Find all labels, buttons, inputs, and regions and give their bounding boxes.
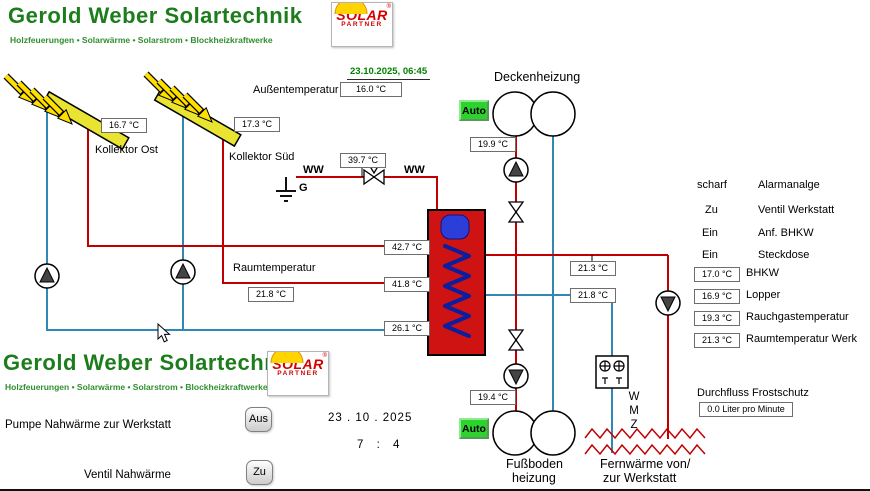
ventil-nahwaerme-label: Ventil Nahwärme xyxy=(84,469,171,481)
fussbodenheizung-flow-temp: 19.4 °C xyxy=(470,390,516,405)
pump-deckenheizung xyxy=(503,157,529,183)
flow-value: 0.0 Liter pro Minute xyxy=(699,402,793,417)
valve-fussbodenheizung xyxy=(508,329,524,351)
kollektor-ost-label: Kollektor Ost xyxy=(95,144,158,156)
datetime-display: 23.10.2025, 06:45 xyxy=(347,66,431,80)
status-label: Ventil Werkstatt xyxy=(758,204,835,216)
kollektor-sued-label: Kollektor Süd xyxy=(229,151,295,163)
status-temp-label: BHKW xyxy=(746,267,779,279)
fussbodenheizung-circuit-symbol xyxy=(492,410,576,456)
status-temp-label: Raumtemperatur Werk xyxy=(746,333,858,345)
registered-mark: ® xyxy=(322,353,327,359)
pump-kollektor-ost xyxy=(34,263,60,289)
status-label: Alarmanalge xyxy=(758,179,820,191)
status-label: Anf. BHKW xyxy=(758,227,814,239)
time-display: 7 : 4 xyxy=(357,439,401,451)
status-temp-value: 19.3 °C xyxy=(694,311,740,326)
ww-temp: 39.7 °C xyxy=(340,153,386,168)
status-state: scharf xyxy=(697,179,727,191)
room-temp-label: Raumtemperatur xyxy=(233,262,316,274)
outdoor-temp-label: Außentemperatur xyxy=(253,84,339,96)
kollektor-ost-temp: 16.7 °C xyxy=(101,118,147,133)
loop-temp-2: 21.8 °C xyxy=(570,288,616,303)
auto-button-deckenheizung[interactable]: Auto xyxy=(459,100,489,121)
tank-temp-mid: 41.8 °C xyxy=(384,277,430,292)
status-temp-label: Rauchgastemperatur xyxy=(746,311,849,323)
wmz-letter: Z xyxy=(630,419,638,431)
wmz-letters: W M Z xyxy=(627,390,641,432)
ground-symbol-icon xyxy=(276,177,296,202)
status-temp-label: Lopper xyxy=(746,289,781,301)
status-state: Ein xyxy=(702,227,718,239)
fussboden-label-line2: heizung xyxy=(512,471,556,485)
status-temp-value: 16.9 °C xyxy=(694,289,740,304)
tank-temp-top: 42.7 °C xyxy=(384,240,430,255)
partner-text: PARTNER xyxy=(277,370,319,377)
fussboden-label-line1: Fußboden xyxy=(506,457,563,471)
pump-fussbodenheizung xyxy=(503,363,529,389)
deckenheizung-label: Deckenheizung xyxy=(494,70,581,84)
outdoor-temp-value: 16.0 °C xyxy=(340,82,402,97)
tank-temp-bottom: 26.1 °C xyxy=(384,321,430,336)
heat-exchanger-coil xyxy=(443,244,471,338)
g-label: G xyxy=(299,182,308,194)
solar-partner-logo-bottom: SOLAR PARTNER ® xyxy=(267,351,329,396)
date-display: 23 . 10 . 2025 xyxy=(328,412,413,424)
loop-temp-1: 21.3 °C xyxy=(570,261,616,276)
auto-button-fussbodenheizung[interactable]: Auto xyxy=(459,418,489,439)
room-temp-value: 21.8 °C xyxy=(248,287,294,302)
status-label: Steckdose xyxy=(758,249,810,261)
brand-title-bottom: Gerold Weber Solartechnik xyxy=(3,350,298,375)
deckenheizung-flow-temp: 19.9 °C xyxy=(470,137,516,152)
mouse-cursor-icon xyxy=(157,322,171,343)
district-heating-wavy-lines xyxy=(584,427,706,456)
pump-nahwaerme-label: Pumpe Nahwärme zur Werkstatt xyxy=(5,419,171,431)
pump-kollektor-sued xyxy=(170,259,196,285)
wmz-letter: M xyxy=(629,405,639,417)
brand-subtitle-bottom: Holzfeuerungen • Solarwärme • Solarstrom… xyxy=(5,382,268,392)
brand-subtitle-top: Holzfeuerungen • Solarwärme • Solarstrom… xyxy=(10,35,273,45)
cold-pipes xyxy=(46,96,613,453)
sun-arc-icon xyxy=(270,352,304,364)
registered-mark: ® xyxy=(386,4,391,10)
partner-text: PARTNER xyxy=(341,21,383,28)
ww-label-right: WW xyxy=(404,164,425,176)
sun-arc-icon xyxy=(334,3,368,15)
pump-fernwaerme xyxy=(655,290,681,316)
status-state: Zu xyxy=(705,204,718,216)
solar-partner-logo-top: SOLAR PARTNER ® xyxy=(331,2,393,47)
status-temp-value: 21.3 °C xyxy=(694,333,740,348)
ventil-nahwaerme-state-button[interactable]: Zu xyxy=(246,460,273,485)
brand-title-top: Gerold Weber Solartechnik xyxy=(8,3,303,28)
wmz-letter: W xyxy=(628,391,640,403)
status-temp-value: 17.0 °C xyxy=(694,267,740,282)
flow-label: Durchfluss Frostschutz xyxy=(697,387,809,399)
status-state: Ein xyxy=(702,249,718,261)
ww-label-left: WW xyxy=(303,164,324,176)
kollektor-sued-temp: 17.3 °C xyxy=(234,117,280,132)
deckenheizung-circuit-symbol xyxy=(492,91,576,137)
fernwaerme-label-line1: Fernwärme von/ xyxy=(600,457,691,471)
buffer-tank xyxy=(427,209,486,356)
pump-nahwaerme-state-button[interactable]: Aus xyxy=(245,407,272,432)
fernwaerme-label-line2: zur Werkstatt xyxy=(603,471,677,485)
valve-deckenheizung xyxy=(508,201,524,223)
tank-sensor-well xyxy=(440,214,470,240)
heat-meter-symbol xyxy=(595,355,629,389)
